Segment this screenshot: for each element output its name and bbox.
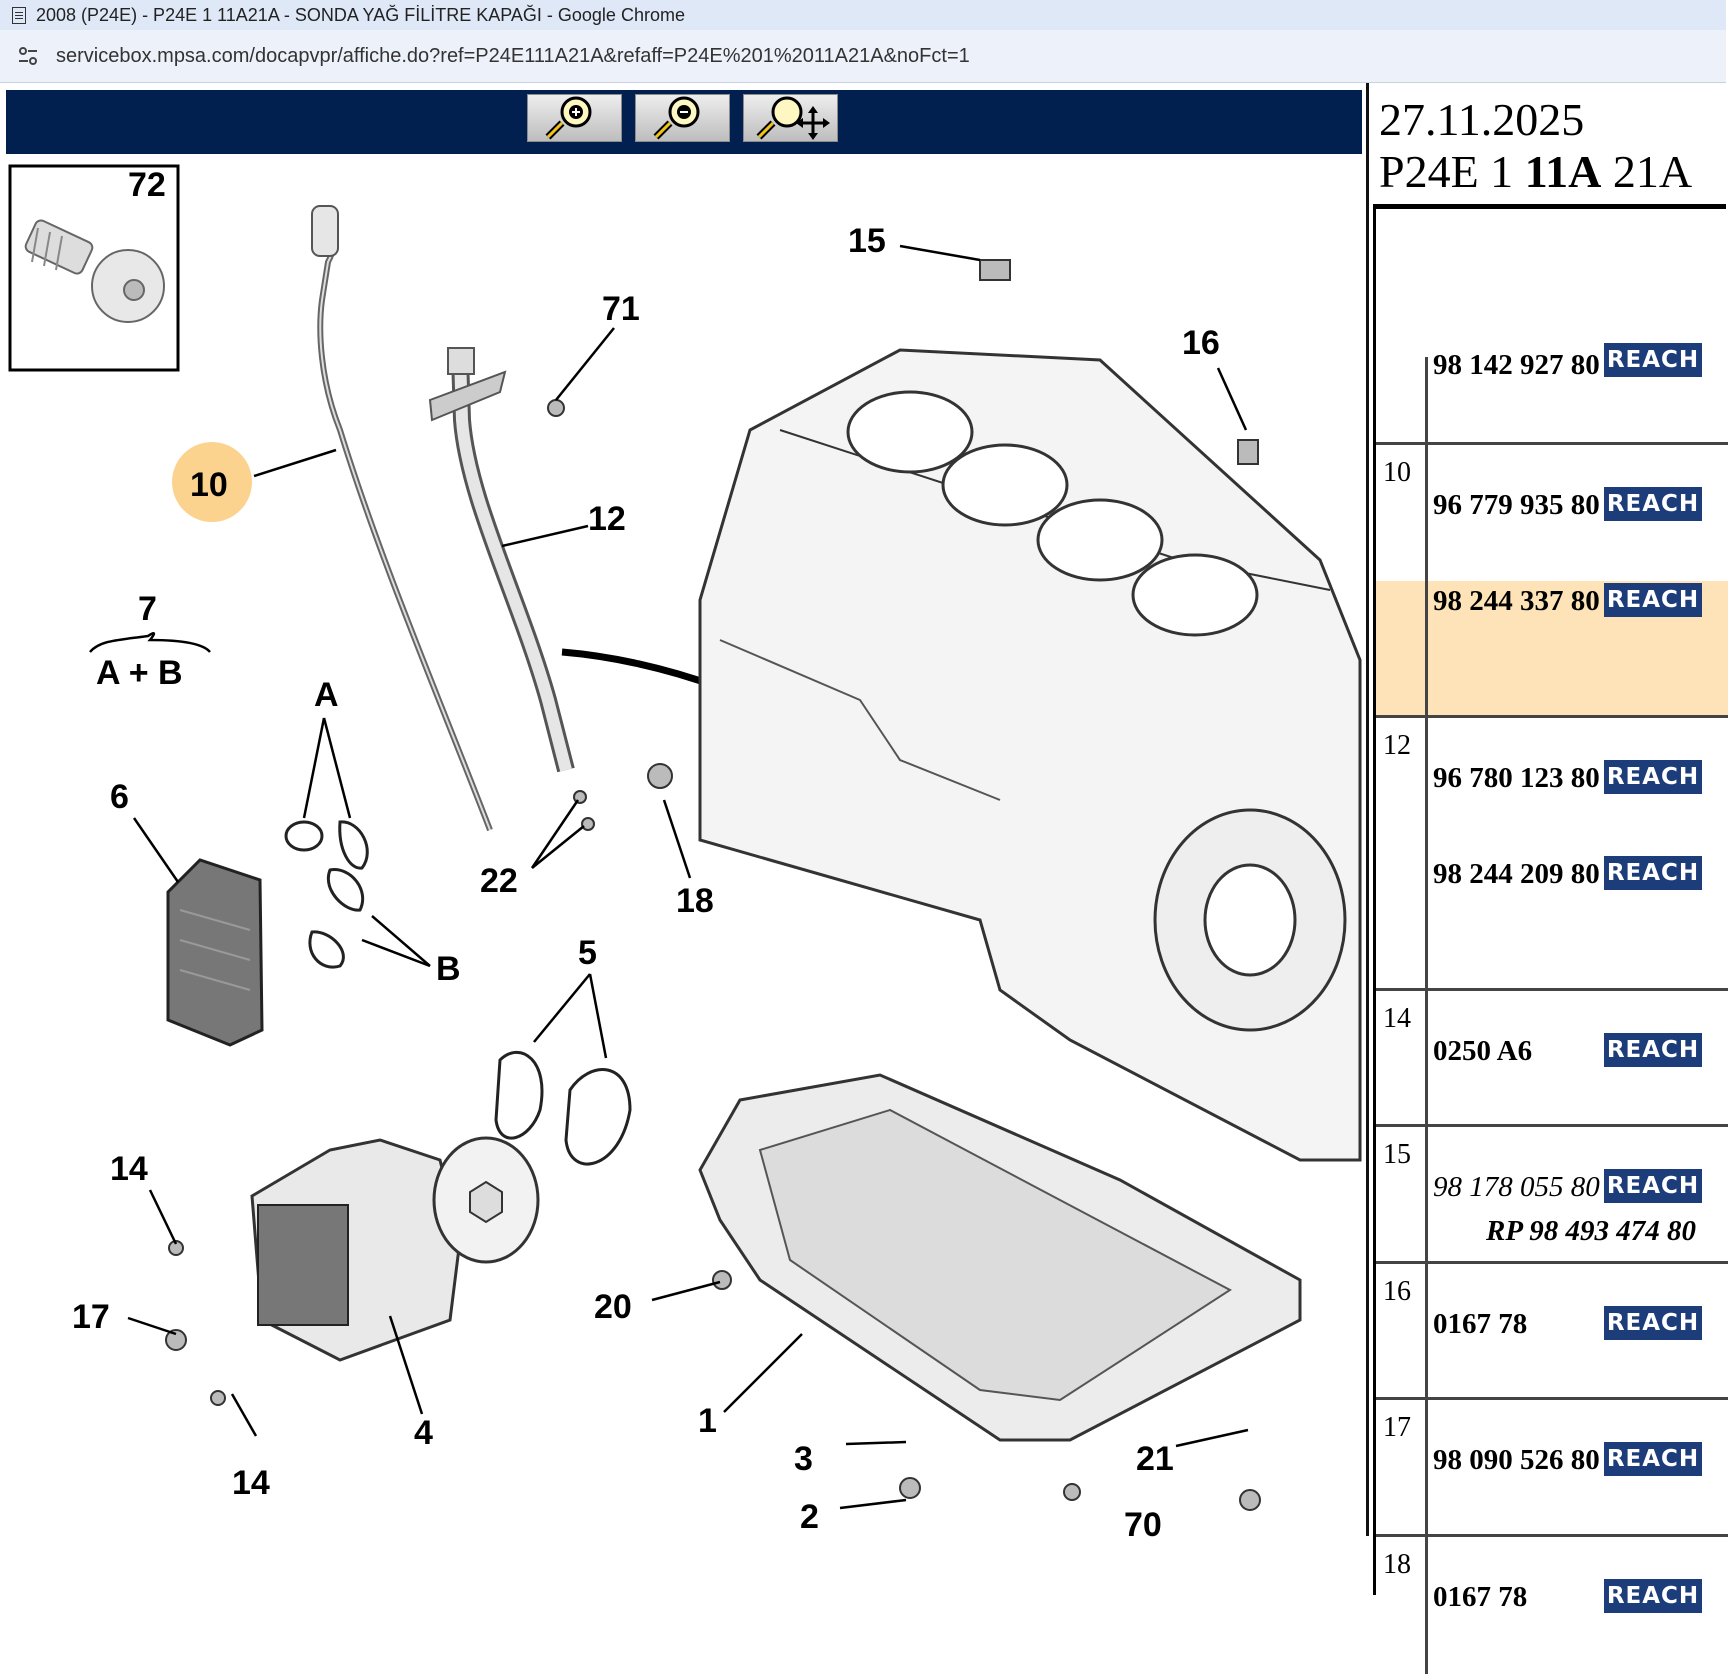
callout-10[interactable]: 10 — [190, 466, 228, 504]
part-number[interactable]: 0167 78 — [1433, 1581, 1528, 1613]
callout-14-bottom[interactable]: 14 — [232, 1464, 270, 1502]
callout-3[interactable]: 3 — [794, 1440, 813, 1478]
part-number-highlighted[interactable]: 98 244 337 80 — [1433, 585, 1600, 617]
callout-labels[interactable]: 15 71 16 10 12 7 A + B A 6 22 18 5 B 14 … — [72, 222, 1220, 1544]
zoom-in-button[interactable] — [527, 94, 622, 142]
list-reference: P24E 1 11A 21A — [1379, 146, 1693, 197]
dipstick-part-10[interactable] — [311, 205, 493, 832]
zoom-pan-button[interactable] — [743, 94, 838, 142]
small-fasteners — [165, 259, 1261, 1511]
parts-list-frame: 27.11.2025 P24E 1 11A 21A 98 142 927 80 … — [1366, 83, 1728, 1674]
parts-table: 98 142 927 80 REACH 10 96 779 935 80 REA… — [1373, 343, 1728, 1674]
part-number[interactable]: 96 779 935 80 — [1433, 489, 1600, 521]
callout-70[interactable]: 70 — [1124, 1506, 1162, 1544]
callout-5[interactable]: 5 — [578, 934, 597, 972]
parts-row-14[interactable]: 14 0250 A6 REACH — [1376, 991, 1728, 1127]
part-number[interactable]: 98 090 526 80 — [1433, 1444, 1600, 1476]
part-number[interactable]: 98 142 927 80 — [1433, 349, 1600, 381]
callout-17[interactable]: 17 — [72, 1298, 110, 1336]
callout-20[interactable]: 20 — [594, 1288, 632, 1326]
part-number[interactable]: 0250 A6 — [1433, 1035, 1533, 1067]
row-number: 10 — [1376, 445, 1428, 715]
callout-b[interactable]: B — [436, 950, 461, 988]
zoom-move-icon — [756, 96, 830, 140]
site-settings-icon[interactable] — [14, 46, 42, 66]
part-number[interactable]: 96 780 123 80 — [1433, 762, 1600, 794]
row-number: 15 — [1376, 1127, 1428, 1261]
parts-row-15[interactable]: 15 98 178 055 80 REACH RP 98 493 474 80 — [1376, 1127, 1728, 1264]
reach-badge[interactable]: REACH — [1604, 1442, 1702, 1476]
callout-18[interactable]: 18 — [676, 882, 714, 920]
zoom-out-button[interactable] — [635, 94, 730, 142]
parts-row-16[interactable]: 16 0167 78 REACH — [1376, 1264, 1728, 1400]
callout-1[interactable]: 1 — [698, 1402, 717, 1440]
part-number[interactable]: 0167 78 — [1433, 1308, 1528, 1340]
callout-22[interactable]: 22 — [480, 862, 518, 900]
zoom-toolbar — [6, 90, 1362, 154]
row-number: 14 — [1376, 991, 1428, 1124]
replacement-part-number[interactable]: RP 98 493 474 80 — [1486, 1215, 1696, 1247]
inset-part-72[interactable]: 72 — [8, 164, 180, 372]
document-icon — [12, 6, 26, 24]
zoom-out-icon — [653, 96, 699, 140]
header-divider — [1373, 204, 1726, 209]
address-bar[interactable]: servicebox.mpsa.com/docapvpr/affiche.do?… — [0, 30, 1726, 83]
oil-pan-part-1[interactable] — [698, 1073, 1302, 1442]
callout-16[interactable]: 16 — [1182, 324, 1220, 362]
reach-badge[interactable]: REACH — [1604, 1306, 1702, 1340]
reach-badge[interactable]: REACH — [1604, 760, 1702, 794]
reach-badge[interactable]: REACH — [1604, 343, 1702, 377]
callout-14-top[interactable]: 14 — [110, 1150, 148, 1188]
part-number[interactable]: 98 244 209 80 — [1433, 858, 1600, 890]
callout-15[interactable]: 15 — [848, 222, 886, 260]
engine-block — [698, 348, 1362, 1162]
inset-label: 72 — [128, 166, 166, 204]
window-title: 2008 (P24E) - P24E 1 11A21A - SONDA YAĞ … — [36, 4, 685, 25]
row-number: 17 — [1376, 1400, 1428, 1534]
part-number[interactable]: 98 178 055 80 — [1433, 1171, 1600, 1203]
reach-badge[interactable]: REACH — [1604, 583, 1702, 617]
screw-icon — [24, 219, 165, 323]
callout-21[interactable]: 21 — [1136, 1440, 1174, 1478]
list-date: 27.11.2025 — [1379, 94, 1585, 145]
callout-12[interactable]: 12 — [588, 500, 626, 538]
reach-badge[interactable]: REACH — [1604, 1579, 1702, 1613]
row-number: 12 — [1376, 718, 1428, 988]
row-number: 16 — [1376, 1264, 1428, 1397]
parts-row-10[interactable]: 10 96 779 935 80 REACH 98 244 337 80 REA… — [1376, 445, 1728, 718]
browser-title-bar: 2008 (P24E) - P24E 1 11A21A - SONDA YAĞ … — [0, 0, 1726, 30]
reach-badge[interactable]: REACH — [1604, 1033, 1702, 1067]
url-text[interactable]: servicebox.mpsa.com/docapvpr/affiche.do?… — [56, 44, 970, 67]
row-number: 18 — [1376, 1537, 1428, 1674]
reach-badge[interactable]: REACH — [1604, 856, 1702, 890]
leader-lines — [127, 244, 1249, 1510]
parts-row-17[interactable]: 17 98 090 526 80 REACH — [1376, 1400, 1728, 1537]
parts-row-partial[interactable]: 98 142 927 80 REACH — [1376, 343, 1728, 445]
oil-cooler-part-6[interactable] — [166, 858, 264, 1047]
highlight-marker — [172, 442, 252, 522]
callout-a-plus-b[interactable]: A + B — [96, 654, 183, 692]
callout-a[interactable]: A — [314, 676, 339, 714]
reach-badge[interactable]: REACH — [1604, 1169, 1702, 1203]
zoom-in-icon — [545, 96, 591, 140]
oil-filter-housing-part-4[interactable] — [250, 1136, 540, 1362]
parts-row-12[interactable]: 12 96 780 123 80 REACH 98 244 209 80 REA… — [1376, 718, 1728, 991]
callout-7[interactable]: 7 — [138, 590, 157, 628]
reach-badge[interactable]: REACH — [1604, 487, 1702, 521]
seal-rings — [284, 820, 632, 1166]
parts-row-18[interactable]: 18 0167 78 REACH — [1376, 1537, 1728, 1674]
callout-4[interactable]: 4 — [414, 1414, 433, 1452]
list-header-spacer — [1373, 209, 1726, 369]
callout-6[interactable]: 6 — [110, 778, 129, 816]
parts-diagram: 72 — [8, 164, 1362, 1544]
guide-tube-part-12[interactable] — [428, 347, 853, 773]
callout-71[interactable]: 71 — [602, 290, 640, 328]
callout-2[interactable]: 2 — [800, 1498, 819, 1536]
